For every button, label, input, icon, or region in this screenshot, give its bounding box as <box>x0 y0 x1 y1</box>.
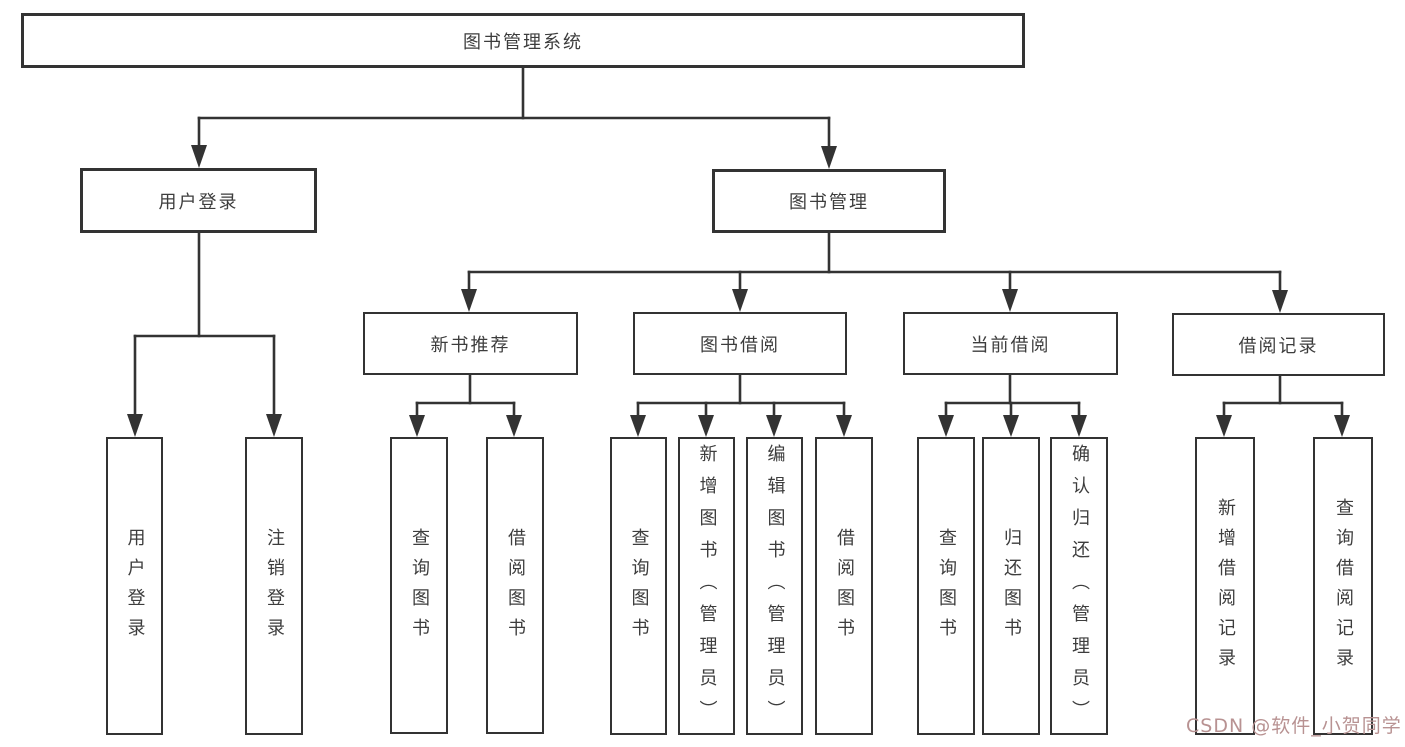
leaf-bb-borrow-books: 借阅图书 <box>815 437 873 735</box>
leaf-cb-query-books: 查询图书 <box>917 437 975 735</box>
edges-new-book <box>409 373 522 437</box>
leaf-logout: 注销登录 <box>245 437 303 735</box>
edges-borrow-records <box>1216 374 1350 437</box>
leaf-bb-add-books-admin: 新增图书（管理员） <box>678 437 735 735</box>
leaf-cb-confirm-return-admin: 确认归还（管理员） <box>1050 437 1108 735</box>
leaf-bb-query-books: 查询图书 <box>610 437 667 735</box>
leaf-br-add-record: 新增借阅记录 <box>1195 437 1255 735</box>
node-borrow-records: 借阅记录 <box>1172 313 1385 376</box>
leaf-bb-edit-books-admin: 编辑图书（管理员） <box>746 437 803 735</box>
node-book-mgmt: 图书管理 <box>712 169 946 233</box>
leaf-nb-query-books: 查询图书 <box>390 437 448 734</box>
leaf-nb-borrow-books: 借阅图书 <box>486 437 544 734</box>
node-new-book-recommend: 新书推荐 <box>363 312 578 375</box>
node-root: 图书管理系统 <box>21 13 1025 68</box>
edges-current-borrow <box>938 373 1087 437</box>
leaf-user-login: 用户登录 <box>106 437 163 735</box>
leaf-cb-return-books: 归还图书 <box>982 437 1040 735</box>
edges-root <box>191 64 837 169</box>
csdn-watermark: CSDN @软件_小贺同学 <box>1186 715 1402 737</box>
leaf-br-query-record: 查询借阅记录 <box>1313 437 1373 735</box>
edges-user-login <box>127 231 282 437</box>
node-current-borrow: 当前借阅 <box>903 312 1118 375</box>
edges-book-borrow <box>630 373 852 437</box>
node-book-borrow: 图书借阅 <box>633 312 847 375</box>
node-user-login: 用户登录 <box>80 168 317 233</box>
edges-book-mgmt <box>461 231 1288 313</box>
